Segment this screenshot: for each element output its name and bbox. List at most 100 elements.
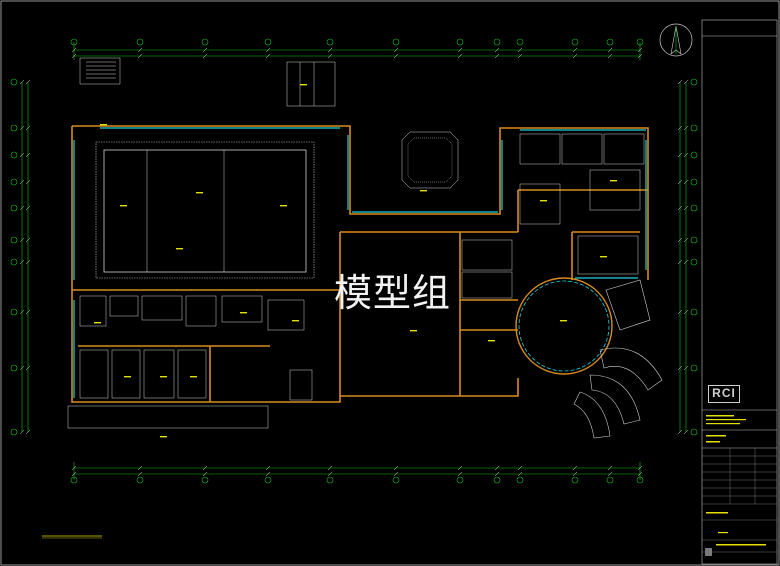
dimension-tick [25,365,31,371]
axis-bubble [10,236,18,244]
axis-bubble [392,476,400,484]
room-label-mark [600,256,607,258]
axis-bubble [10,428,18,436]
dimension-tick [19,79,25,85]
room-label-mark [560,320,567,322]
dimension-tick [677,309,683,315]
dimension-tick [677,259,683,265]
dimension-tick [265,53,271,59]
dimension-tick [457,53,463,59]
dimension-tick [683,429,689,435]
axis-bubble [10,124,18,132]
dimension-tick [202,471,208,477]
dimension-tick [202,465,208,471]
axis-bubble [136,38,144,46]
watermark-text: 模型组 [334,271,452,315]
interior-partitions [79,133,645,401]
dimension-tick [572,53,578,59]
upper-room-outline [286,61,336,107]
axis-bubble [516,476,524,484]
site-boundary [67,405,269,429]
dimension-tick [637,47,643,53]
axis-bubble [10,178,18,186]
dimension-tick [637,53,643,59]
dimension-tick [19,309,25,315]
dimension-tick [683,125,689,131]
dimension-tick [677,179,683,185]
axis-bubble [70,38,78,46]
room-label-mark [190,376,197,378]
room-label-mark [94,322,101,324]
dimension-tick [677,79,683,85]
dimension-tick [494,471,500,477]
right-dimension-lines [679,82,687,432]
axis-bubble [571,476,579,484]
dimension-tick [327,471,333,477]
dimension-tick [137,47,143,53]
dimension-tick [25,79,31,85]
dimension-tick [327,53,333,59]
axis-bubble [690,178,698,186]
room-label-mark [488,340,495,342]
dimension-tick [683,309,689,315]
room-label-mark [240,312,247,314]
dimension-ticks [19,47,689,477]
axis-bubble [690,236,698,244]
axis-bubble [70,476,78,484]
axis-bubble [456,38,464,46]
dimension-tick [677,237,683,243]
dimension-tick [517,47,523,53]
dimension-tick [393,471,399,477]
room-label-mark [100,124,107,126]
north-arrow-icon [659,23,693,57]
dimension-tick [677,429,683,435]
grid-axis-bubbles [10,38,698,484]
dimension-tick [25,205,31,211]
axis-bubble [392,38,400,46]
axis-bubble [264,476,272,484]
room-label-mark [120,205,127,207]
dimension-tick [25,125,31,131]
dimension-tick [683,365,689,371]
dimension-tick [137,465,143,471]
dimension-tick [19,125,25,131]
dimension-tick [517,53,523,59]
axis-bubble [606,38,614,46]
dimension-tick [607,471,613,477]
axis-bubble [493,38,501,46]
room-label-mark [300,84,307,86]
room-labels [94,84,617,438]
courtyard-planter [401,131,459,189]
dimension-tick [202,47,208,53]
dimension-tick [71,47,77,53]
room-label-mark [160,376,167,378]
dimension-tick [393,53,399,59]
axis-bubble [516,38,524,46]
dimension-tick [607,47,613,53]
dimension-tick [677,365,683,371]
dimension-tick [637,465,643,471]
axis-bubble [636,476,644,484]
circular-hall [515,277,613,375]
dimension-tick [25,152,31,158]
axis-bubble [690,124,698,132]
building-walls [71,125,649,403]
axis-bubble [10,78,18,86]
dimension-tick [19,237,25,243]
room-label-mark [124,376,131,378]
room-label-mark [540,200,547,202]
dimension-tick [494,465,500,471]
axis-bubble [264,38,272,46]
axis-bubble [326,38,334,46]
dimension-tick [137,471,143,477]
axis-bubble [571,38,579,46]
dimension-tick [202,53,208,59]
dimension-tick [327,47,333,53]
dimension-tick [25,309,31,315]
entrance-stair [79,57,121,85]
dimension-tick [683,152,689,158]
axis-bubble [690,308,698,316]
swimming-pool [95,141,315,279]
dimension-tick [683,205,689,211]
